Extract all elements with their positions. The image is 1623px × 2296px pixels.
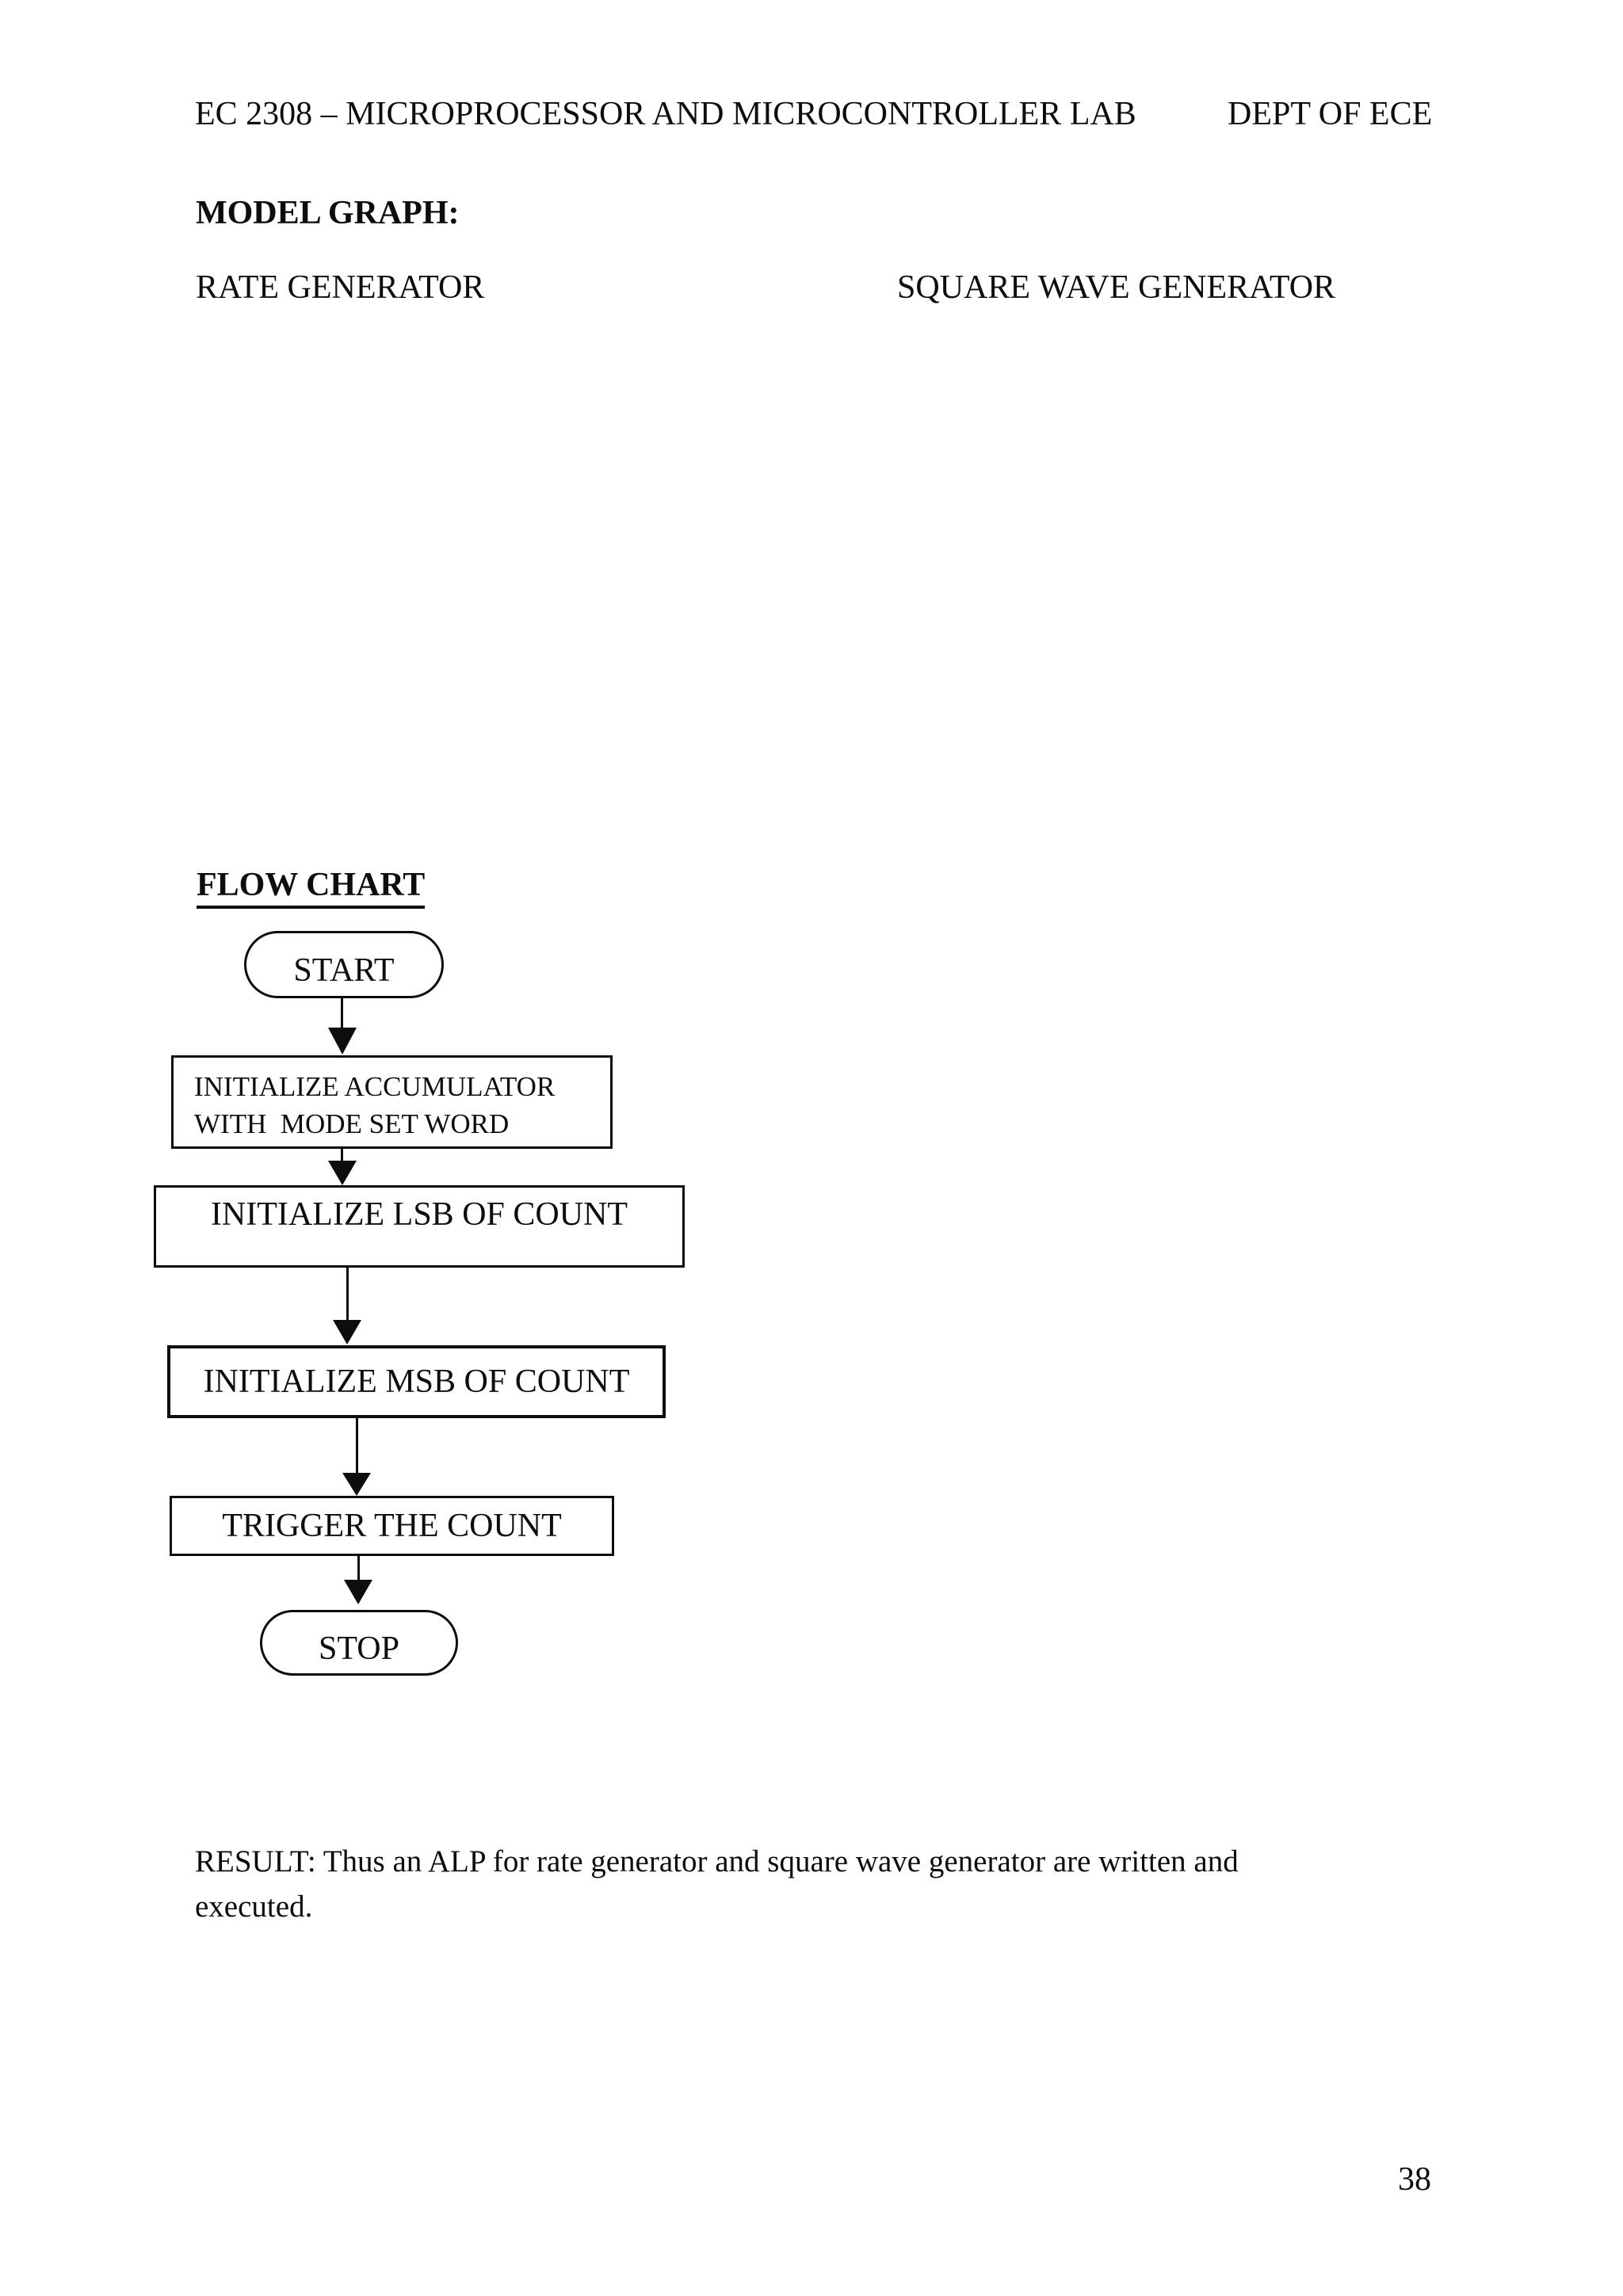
flowchart-start-node: START [244, 931, 444, 998]
page-number: 38 [1398, 2161, 1431, 2198]
arrow-stem [341, 998, 343, 1028]
start-node-label: START [293, 952, 395, 989]
flowchart-step-initialize-msb: INITIALIZE MSB OF COUNT [167, 1345, 666, 1418]
result-text-line1: RESULT: Thus an ALP for rate generator a… [195, 1844, 1239, 1878]
arrow-stem [341, 1149, 343, 1161]
step-label: INITIALIZE MSB OF COUNT [203, 1363, 630, 1400]
flowchart-step-trigger-count: TRIGGER THE COUNT [170, 1496, 614, 1556]
flowchart-step-initialize-accumulator: INITIALIZE ACCUMULATOR WITH MODE SET WOR… [171, 1055, 613, 1149]
arrow-stem [356, 1418, 358, 1474]
arrow-head-icon [333, 1320, 361, 1344]
flowchart-stop-node: STOP [260, 1610, 458, 1676]
header-department: DEPT OF ECE [1228, 96, 1433, 132]
arrow-head-icon [342, 1473, 371, 1496]
rate-generator-label: RATE GENERATOR [196, 269, 485, 306]
square-wave-generator-label: SQUARE WAVE GENERATOR [897, 269, 1336, 306]
arrow-head-icon [328, 1161, 357, 1185]
result-text-line2: executed. [195, 1890, 313, 1924]
arrow-stem [346, 1268, 349, 1321]
arrow-head-icon [328, 1028, 357, 1055]
step-label-line1: INITIALIZE ACCUMULATOR [194, 1071, 556, 1102]
flow-chart-heading: FLOW CHART [197, 868, 426, 909]
step-label: TRIGGER THE COUNT [222, 1508, 562, 1544]
model-graph-heading: MODEL GRAPH: [196, 195, 460, 231]
step-label: INITIALIZE LSB OF COUNT [210, 1196, 628, 1233]
arrow-stem [357, 1556, 360, 1581]
arrow-head-icon [344, 1580, 372, 1604]
flowchart-step-initialize-lsb: INITIALIZE LSB OF COUNT [154, 1185, 685, 1268]
stop-node-label: STOP [319, 1630, 399, 1667]
step-label-line2: WITH MODE SET WORD [194, 1108, 510, 1139]
header-course-title: EC 2308 – MICROPROCESSOR AND MICROCONTRO… [195, 96, 1136, 132]
